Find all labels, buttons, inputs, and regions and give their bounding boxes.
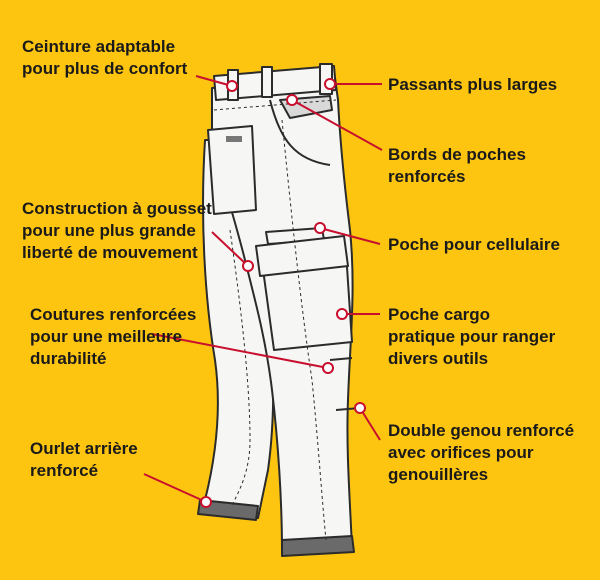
callout-line: renforcé	[30, 461, 99, 480]
leader-hem	[143, 473, 207, 503]
callout-line: Passants plus larges	[388, 75, 558, 94]
brand-tag	[226, 136, 242, 142]
back-hem	[197, 499, 259, 521]
callout-line: Ourlet arrière	[30, 439, 138, 458]
callout-line: renforcés	[388, 167, 466, 186]
callout-line: Double genou renforcé	[388, 421, 575, 440]
callout-line: pour plus de confort	[22, 59, 188, 78]
callout-line: Bords de poches	[388, 145, 526, 164]
callout-waistband: Ceinture adaptable pour plus de confort	[22, 36, 187, 80]
callout-line: Coutures renforcées	[30, 305, 197, 324]
leader-double-knee	[359, 407, 381, 441]
marker-phone-pocket	[314, 222, 326, 234]
leader-seams	[151, 333, 329, 369]
callout-belt-loops: Passants plus larges	[388, 74, 557, 96]
marker-waistband	[226, 80, 238, 92]
callout-line: liberté de mouvement	[22, 243, 198, 262]
callout-line: divers outils	[388, 349, 489, 368]
work-pants-icon	[197, 63, 361, 557]
leader-gusset	[211, 231, 249, 267]
leader-pocket-edges	[291, 99, 383, 151]
callout-line: avec orifices pour	[388, 443, 534, 462]
leader-phone-pocket	[319, 227, 381, 245]
callout-line: genouillères	[388, 465, 489, 484]
belt-loop	[261, 66, 273, 98]
marker-double-knee	[354, 402, 366, 414]
callout-line: Poche cargo	[388, 305, 491, 324]
cargo-pocket-flap	[255, 235, 349, 277]
callout-markers	[200, 78, 366, 508]
leader-waistband	[195, 75, 233, 87]
callout-line: Construction à gousset	[22, 199, 212, 218]
marker-pocket-edges	[286, 94, 298, 106]
back-pocket	[207, 125, 257, 215]
callout-cargo-pocket: Poche cargo pratique pour ranger divers …	[388, 304, 555, 370]
marker-cargo-pocket	[336, 308, 348, 320]
callout-pocket-edges: Bords de poches renforcés	[388, 144, 526, 188]
callout-line: pour une meilleure	[30, 327, 183, 346]
callout-line: pratique pour ranger	[388, 327, 556, 346]
callout-phone-pocket: Poche pour cellulaire	[388, 234, 560, 256]
callout-line: pour une plus grande	[22, 221, 196, 240]
front-hem	[281, 535, 355, 557]
marker-seams	[322, 362, 334, 374]
marker-gusset	[242, 260, 254, 272]
callout-line: Ceinture adaptable	[22, 37, 176, 56]
callout-seams: Coutures renforcées pour une meilleure d…	[30, 304, 196, 370]
stitching	[213, 99, 337, 541]
callout-gusset: Construction à gousset pour une plus gra…	[22, 198, 212, 264]
marker-belt-loops	[324, 78, 336, 90]
leader-lines	[143, 75, 383, 503]
callout-line: Poche pour cellulaire	[388, 235, 560, 254]
front-pocket	[269, 99, 331, 166]
callout-line: durabilité	[30, 349, 107, 368]
callout-double-knee: Double genou renforcé avec orifices pour…	[388, 420, 574, 486]
callout-hem: Ourlet arrière renforcé	[30, 438, 138, 482]
waistband	[213, 65, 337, 101]
marker-hem	[200, 496, 212, 508]
